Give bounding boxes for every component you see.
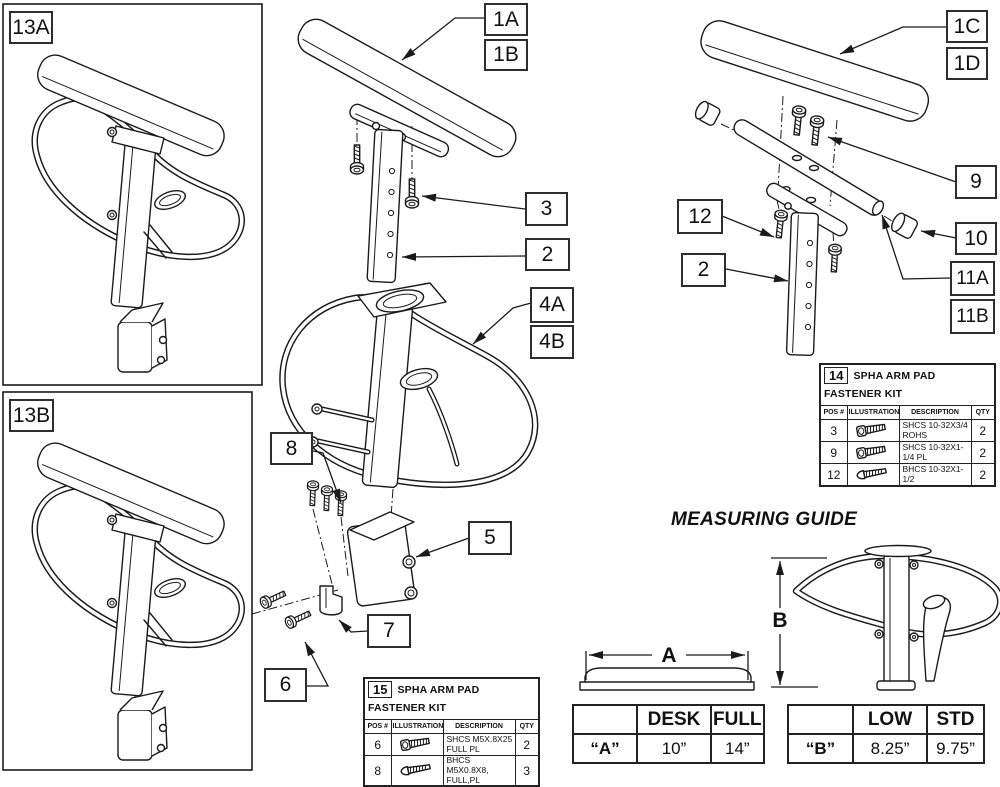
dim-a-header-full: FULL [710,704,765,735]
kit15-col-pos: POS # [363,719,392,734]
kit14-col-qty: QTY [970,405,996,420]
callout-12: 12 [677,199,723,234]
dimension-a-label: A [661,644,676,667]
exploded-view-top-right [694,20,930,357]
callout-1b: 1B [484,39,528,71]
kit15-row: 8 BHCS M5X0.8X8, FULL,PL 3 [363,755,540,787]
kit15-qty: 3 [514,755,540,787]
kit14-title: SPHA ARM PAD FASTENER KIT [824,369,936,400]
callout-13b: 13B [9,399,54,432]
callout-6: 6 [264,668,307,702]
kit14-pos: 3 [819,419,848,442]
callout-11a: 11A [950,261,995,296]
kit15-qty: 2 [514,733,540,756]
callout-4a: 4A [530,287,574,323]
callout-11b: 11B [950,299,995,334]
kit14-illustration-cell [846,463,900,487]
frame-13a [2,3,263,386]
kit15-description: BHCS M5X0.8X8, FULL,PL [442,755,516,787]
dim-b-std-value: 9.75” [926,733,985,764]
kit14-col-illustration: ILLUSTRATION [846,405,900,420]
exploded-view-top-middle [297,18,517,284]
kit15-illustration-cell [390,755,444,787]
kit14-qty: 2 [970,463,996,487]
dim-a-desk-value: 10” [636,733,712,764]
kit15-col-illustration: ILLUSTRATION [390,719,444,734]
kit14-illustration-cell [846,441,900,464]
frame-13b [2,391,253,771]
measuring-guide-pad-profile [579,667,755,691]
callout-13a: 13A [9,11,53,44]
exploded-view-arm-middle [279,282,539,518]
dimension-b-label: B [772,609,787,632]
kit14-col-pos: POS # [819,405,848,420]
dim-a-blank-cell [572,704,638,735]
arm-assembly-drawing-13a [33,50,242,372]
measuring-guide-armrest-side-view [792,544,1000,691]
dim-a-row-label: “A” [572,733,638,764]
bhcs-screw-icon [399,762,432,777]
measuring-guide-title: MEASURING GUIDE [671,509,858,530]
callout-5: 5 [468,521,512,555]
kit14-col-description: DESCRIPTION [898,405,972,420]
callout-1c: 1C [946,10,988,43]
kit15-pos: 8 [363,755,392,787]
kit14-qty: 2 [970,441,996,464]
kit15-title: SPHA ARM PAD FASTENER KIT [368,683,480,714]
kit14-row: 9 SHCS 10-32X1-1/4 PL 2 [819,441,996,464]
receiver-and-clamp [251,480,418,631]
kit14-pos: 12 [819,463,848,487]
kit15-number: 15 [368,681,393,699]
dimension-a-table: DESK FULL “A” 10” 14” [572,704,765,764]
kit14-description: SHCS 10-32X1-1/4 PL [898,441,972,464]
callout-8: 8 [270,432,313,465]
kit14-description: BHCS 10-32X1-1/2 [898,463,972,487]
callout-2-middle: 2 [525,238,570,271]
callout-9: 9 [955,165,997,199]
kit15-col-description: DESCRIPTION [442,719,516,734]
shcs-screw-icon [399,735,431,752]
kit14-qty: 2 [970,419,996,442]
callout-1a: 1A [484,3,528,36]
dimension-a: A [585,644,749,680]
kit15-description: SHCS M5X.8X25 FULL PL [442,733,516,756]
callout-7: 7 [367,614,411,648]
dim-b-blank-cell [787,704,854,735]
callout-1d: 1D [946,47,988,80]
shcs-screw-icon [855,443,887,460]
kit14-number: 14 [824,367,849,385]
dimension-b: B [771,557,827,688]
dim-b-low-value: 8.25” [852,733,928,764]
callout-3: 3 [525,192,568,226]
dim-b-header-low: LOW [852,704,928,735]
callout-leaders [304,17,957,687]
kit15-col-qty: QTY [514,719,540,734]
arm-assembly-drawing-13b [33,438,242,760]
callout-2-right: 2 [681,253,726,287]
kit15-illustration-cell [390,733,444,756]
kit14-pos: 9 [819,441,848,464]
kit14-row: 3 SHCS 10-32X3/4 ROHS 2 [819,419,996,442]
dim-b-header-std: STD [926,704,985,735]
bhcs-screw-icon [855,466,888,481]
shcs-screw-icon [855,421,887,438]
dim-a-full-value: 14” [710,733,765,764]
kit14-row: 12 BHCS 10-32X1-1/2 2 [819,463,996,487]
callout-4b: 4B [530,325,574,359]
kit14-description: SHCS 10-32X3/4 ROHS [898,419,972,442]
dim-a-header-desk: DESK [636,704,712,735]
kit15-row: 6 SHCS M5X.8X25 FULL PL 2 [363,733,540,756]
kit15-pos: 6 [363,733,392,756]
callout-10: 10 [955,222,997,255]
dim-b-row-label: “B” [787,733,854,764]
dimension-b-table: LOW STD “B” 8.25” 9.75” [787,704,985,764]
kit14-illustration-cell [846,419,900,442]
